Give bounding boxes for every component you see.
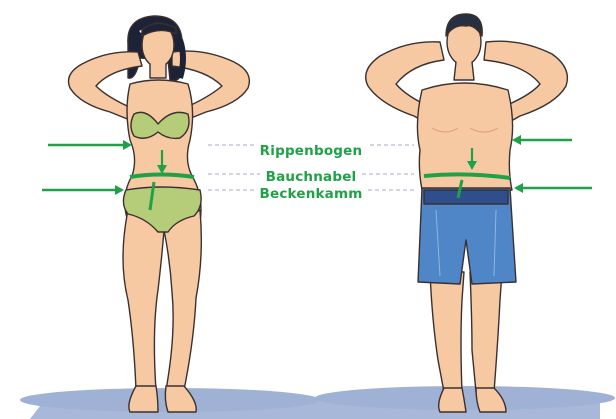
label-bauchnabel: Bauchnabel xyxy=(255,170,367,185)
man-figure xyxy=(366,14,568,412)
label-beckenkamm: Beckenkamm xyxy=(255,187,367,202)
label-rippenbogen: Rippenbogen xyxy=(255,144,367,159)
ground-shadow xyxy=(20,386,615,419)
woman-figure xyxy=(69,16,250,412)
